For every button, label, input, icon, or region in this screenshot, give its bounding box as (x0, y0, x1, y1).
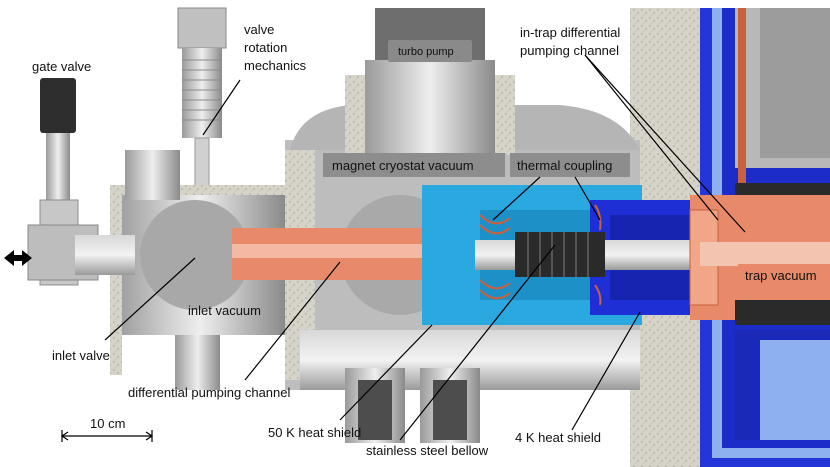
pointer-thermal-left (492, 176, 541, 221)
label-turbo-pump: turbo pump (398, 46, 454, 58)
pointer-4k (571, 311, 641, 431)
inlet-chamber-top-port (125, 150, 180, 200)
pointer-inlet-valve (104, 257, 196, 341)
label-scale-bar: 10 cm (90, 416, 125, 431)
trap-dark-upper (735, 183, 830, 195)
diff-pumping-channel-highlight (232, 244, 477, 258)
magnet-label-bg (323, 153, 505, 177)
turbo-pump-label-box (388, 40, 472, 62)
cryostat-lower-shade (760, 340, 830, 440)
inlet-tube (75, 235, 135, 275)
cryostat-copper-rod (738, 8, 746, 198)
trap-dark-lower (735, 300, 830, 325)
gate-valve-neck (46, 133, 70, 203)
valve-mech-top (177, 7, 227, 49)
thermal-label-bg (510, 153, 630, 177)
label-inlet-vacuum: inlet vacuum (188, 303, 261, 318)
label-heat-shield-50k: 50 K heat shield (268, 425, 361, 440)
pointer-thermal-right (574, 176, 601, 221)
pointer-in-trap-b (584, 54, 719, 221)
cryostat-core-stripes (760, 8, 830, 158)
trap-channel (700, 242, 830, 266)
scale-bar (60, 430, 154, 442)
label-valve-rotation-2: rotation (244, 40, 287, 55)
valve-mech-bellows (182, 48, 222, 138)
gate-valve-actuator (40, 78, 76, 133)
pointer-valve-rotation (202, 79, 241, 136)
pointer-bellow (399, 244, 556, 441)
pointer-lines (104, 54, 746, 441)
label-trap-vacuum: trap vacuum (745, 268, 817, 283)
trap-vacuum-label-bg (738, 264, 830, 286)
thermal-coupling-braids (479, 204, 602, 306)
label-heat-shield-4k: 4 K heat shield (515, 430, 601, 445)
beam-direction-arrow (4, 250, 32, 266)
label-in-trap-1: in-trap differential (520, 25, 620, 40)
label-valve-rotation-3: mechanics (244, 58, 307, 73)
pointer-in-trap (584, 54, 746, 233)
label-thermal-coupling: thermal coupling (517, 158, 612, 173)
label-stainless-steel-bellow: stainless steel bellow (366, 443, 489, 458)
label-valve-rotation-1: valve (244, 22, 274, 37)
stainless-bellow (515, 232, 605, 277)
label-in-trap-2: pumping channel (520, 43, 619, 58)
bottom-flange-left-dark (358, 380, 392, 440)
pointer-50k (339, 324, 433, 421)
bottom-flange-right-dark (433, 380, 467, 440)
label-inlet-valve: inlet valve (52, 348, 110, 363)
inlet-chamber-speckle-left (110, 195, 122, 375)
label-differential-pumping-channel: differential pumping channel (128, 385, 290, 400)
valve-mech-ribs (182, 59, 222, 121)
pointer-diff-channel (244, 261, 341, 381)
inlet-chamber-bottom-port (175, 335, 220, 390)
label-magnet-cryostat-vacuum: magnet cryostat vacuum (332, 158, 474, 173)
turbo-pump-body (365, 60, 495, 155)
stainless-bellow-ribs (527, 232, 589, 277)
label-gate-valve: gate valve (32, 59, 91, 74)
